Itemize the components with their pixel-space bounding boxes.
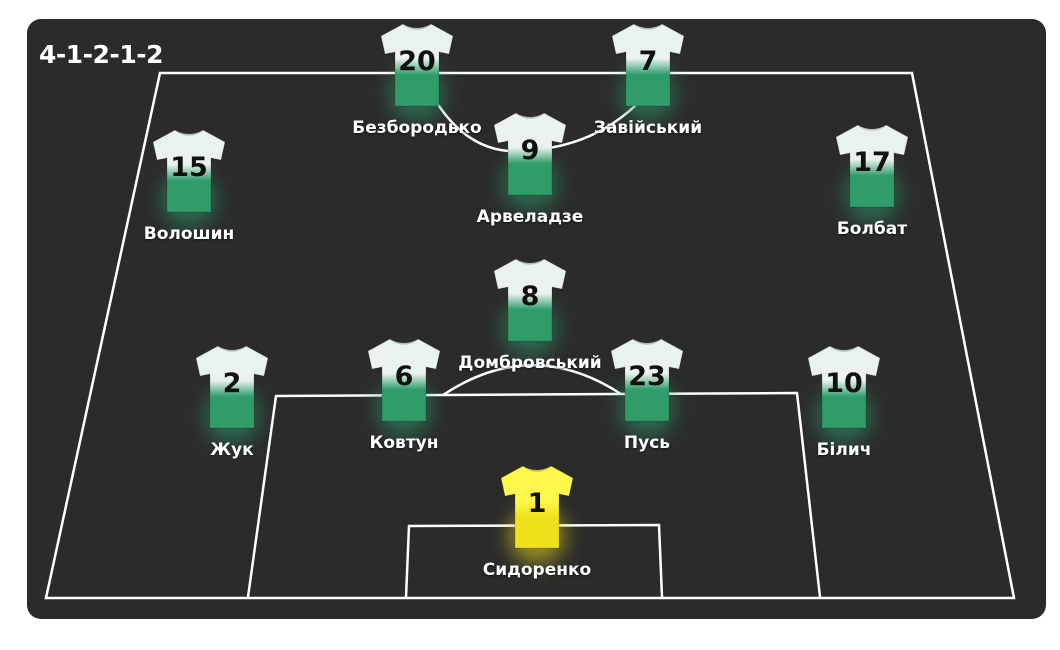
formation-label: 4-1-2-1-2: [39, 40, 163, 69]
player-name: Безбородько: [352, 118, 482, 138]
player-number: 10: [825, 368, 863, 399]
player-number: 20: [398, 46, 436, 77]
shirt-icon: [152, 129, 226, 213]
player-name: Завійський: [593, 118, 703, 138]
player-number: 8: [520, 281, 540, 312]
player-name: Арвеладзе: [476, 207, 584, 227]
shirt-icon: [835, 124, 909, 208]
player-name: Болбат: [836, 219, 908, 239]
shirt-icon: [195, 345, 269, 429]
shirt-icon: [610, 338, 684, 422]
shirt-icon: [807, 345, 881, 429]
player-number: 23: [628, 361, 666, 392]
player-name: Жук: [210, 440, 254, 460]
shirt-icon: [611, 23, 685, 107]
player-number: 7: [638, 46, 658, 77]
player-number: 1: [527, 488, 547, 519]
player-name: Ковтун: [369, 433, 439, 453]
shirt-icon: [493, 112, 567, 196]
player-number: 15: [170, 152, 208, 183]
player-number: 9: [520, 135, 540, 166]
player-number: 17: [853, 147, 891, 178]
player-name: Білич: [816, 440, 872, 460]
player-name: Домбровський: [458, 353, 602, 373]
player-name: Волошин: [143, 224, 235, 244]
shirt-icon: [367, 338, 441, 422]
player-number: 2: [222, 368, 242, 399]
player-name: Пусь: [623, 433, 671, 453]
shirt-icon: [493, 258, 567, 342]
player-name: Сидоренко: [482, 560, 592, 580]
shirt-icon: [500, 465, 574, 549]
shirt-icon: [380, 23, 454, 107]
player-number: 6: [394, 361, 414, 392]
